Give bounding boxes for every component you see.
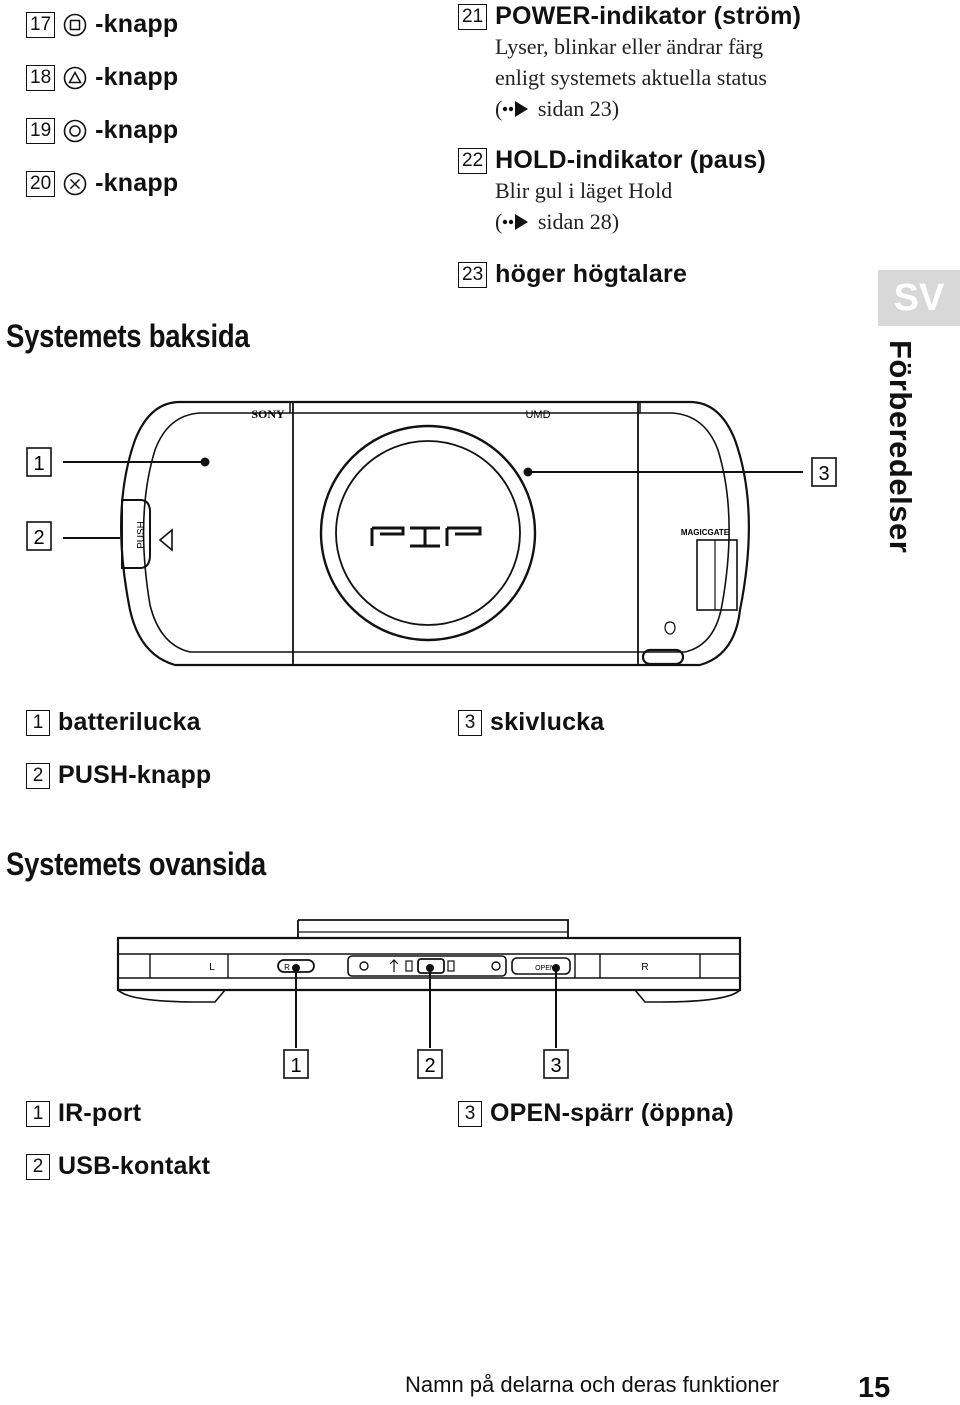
item-label: USB-kontakt	[58, 1152, 211, 1180]
item-number: 20	[26, 170, 56, 197]
item-title: HOLD-indikator (paus)	[495, 146, 767, 174]
item-label: -knapp	[95, 10, 179, 38]
chapter-title: Förberedelser	[883, 340, 918, 554]
open-label: OPEN	[535, 965, 555, 972]
callout-2: 2	[33, 527, 44, 549]
item-label: batterilucka	[58, 708, 201, 736]
top-item-3: 3 OPEN-spärr (öppna)	[458, 1099, 734, 1128]
brand-label: SONY	[251, 407, 285, 421]
indicator-23: 23 höger högtalare	[458, 260, 687, 289]
item-number: 2	[26, 762, 50, 789]
item-label: OPEN-spärr (öppna)	[490, 1099, 734, 1127]
item-label: -knapp	[95, 116, 179, 144]
back-item-3: 3 skivlucka	[458, 708, 604, 737]
section-heading-back: Systemets baksida	[6, 318, 250, 354]
callout-2: 2	[424, 1055, 435, 1077]
item-number: 1	[26, 709, 50, 736]
callout-1: 1	[33, 453, 44, 475]
item-label: PUSH-knapp	[58, 761, 212, 789]
page-number: 15	[858, 1372, 891, 1404]
item-number: 21	[458, 3, 488, 30]
magicgate-label: MAGICGATE	[681, 528, 730, 537]
list-item-17: 17 -knapp	[26, 10, 178, 39]
push-label: PUSH	[136, 521, 147, 549]
device-back-illustration: 1 2 3 SONY UMD PUSH MAGICGATE	[26, 400, 837, 667]
arrow-icon	[503, 101, 529, 117]
item-number: 3	[458, 1100, 482, 1127]
item-number: 17	[26, 11, 56, 38]
item-desc-line: enligt systemets aktuella status	[495, 65, 767, 90]
item-number: 22	[458, 147, 488, 174]
item-desc-line: Blir gul i läget Hold	[495, 178, 673, 203]
device-top-illustration: 1 2 3 L R R OPEN	[116, 919, 742, 1079]
indicator-21: 21 POWER-indikator (ström) Lyser, blinka…	[458, 2, 801, 124]
page-reference: ( sidan 28)	[495, 209, 620, 234]
r-label: R	[641, 962, 648, 973]
item-label: -knapp	[95, 63, 179, 91]
top-item-2: 2 USB-kontakt	[26, 1152, 210, 1181]
indicator-22: 22 HOLD-indikator (paus) Blir gul i läge…	[458, 146, 766, 237]
section-heading-top: Systemets ovansida	[6, 846, 266, 882]
callout-3: 3	[550, 1055, 561, 1077]
list-item-18: 18 -knapp	[26, 63, 178, 92]
cross-icon	[63, 172, 87, 195]
l-label: L	[209, 962, 215, 973]
item-number: 19	[26, 117, 56, 144]
ir-label: R	[284, 963, 290, 972]
footer-title: Namn på delarna och deras funktioner	[405, 1372, 780, 1397]
triangle-icon	[63, 66, 87, 89]
item-title: höger högtalare	[495, 260, 688, 288]
language-tab: SV	[878, 270, 960, 326]
item-title: POWER-indikator (ström)	[495, 2, 802, 30]
list-item-19: 19 -knapp	[26, 116, 178, 145]
list-item-20: 20 -knapp	[26, 169, 178, 198]
circle-icon	[63, 119, 87, 142]
item-label: IR-port	[58, 1099, 142, 1127]
item-label: -knapp	[95, 169, 179, 197]
page-reference: ( sidan 23)	[495, 96, 620, 121]
back-item-1: 1 batterilucka	[26, 708, 201, 737]
callout-1: 1	[290, 1055, 301, 1077]
item-number: 2	[26, 1153, 50, 1180]
item-number: 18	[26, 64, 56, 91]
item-number: 23	[458, 261, 488, 288]
item-label: skivlucka	[490, 708, 605, 736]
item-desc-line: Lyser, blinkar eller ändrar färg	[495, 34, 764, 59]
umd-label: UMD	[525, 409, 550, 421]
square-icon	[63, 13, 87, 36]
item-number: 3	[458, 709, 482, 736]
back-item-2: 2 PUSH-knapp	[26, 761, 211, 790]
top-item-1: 1 IR-port	[26, 1099, 141, 1128]
item-number: 1	[26, 1100, 50, 1127]
callout-3: 3	[818, 463, 829, 485]
arrow-icon	[503, 214, 529, 230]
